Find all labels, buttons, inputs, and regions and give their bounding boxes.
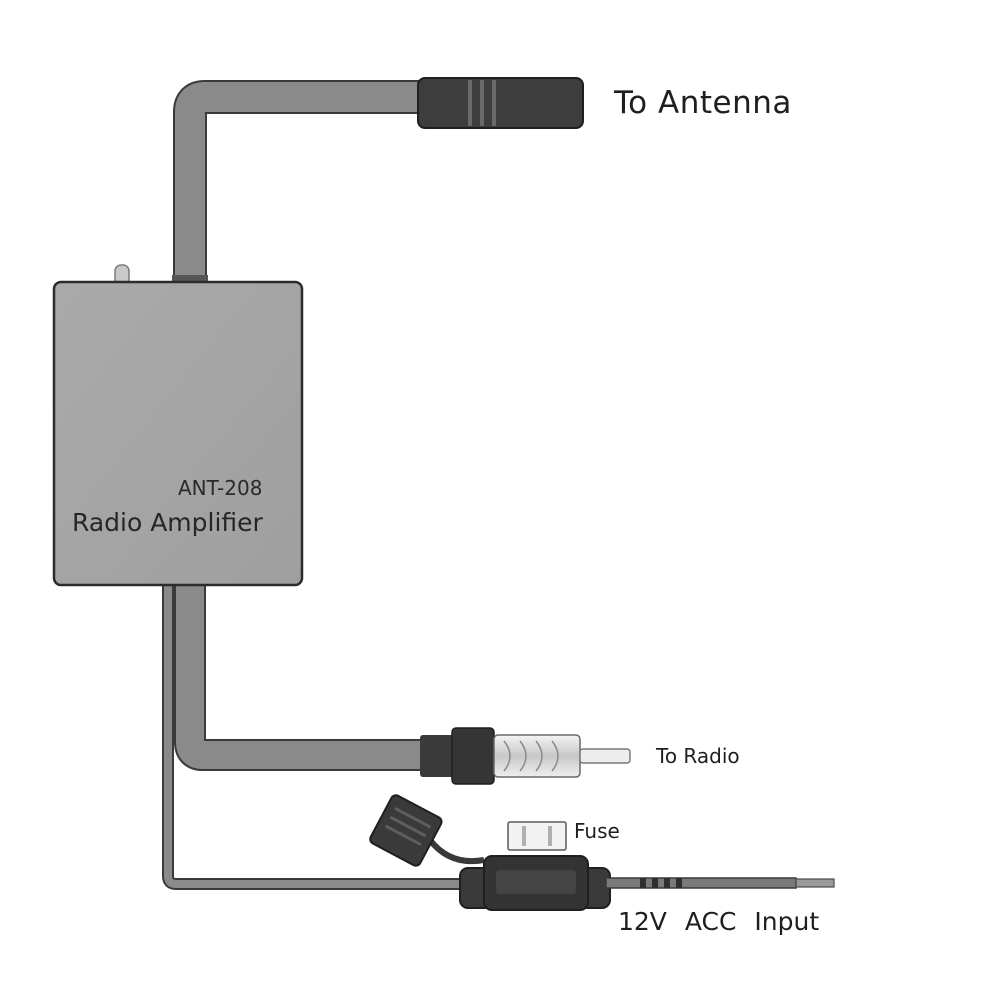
antenna-plug (417, 77, 584, 129)
to-antenna-label: To Antenna (614, 85, 792, 121)
acc-input-wire (605, 877, 835, 889)
amplifier-box (52, 280, 304, 587)
fuse-cap (369, 794, 485, 867)
to-radio-label: To Radio (656, 744, 740, 768)
top-cable-collar (172, 275, 208, 285)
model-number-label: ANT-208 (178, 476, 263, 500)
product-name-label: Radio Amplifier (72, 508, 263, 537)
radio-cable (174, 585, 430, 771)
fuse-label: Fuse (574, 819, 620, 843)
radio-plug (420, 727, 631, 785)
blade-fuse-icon (507, 821, 567, 851)
power-wire (162, 585, 470, 890)
power-input-label: 12V ACC Input (618, 907, 820, 936)
fuse-holder (459, 855, 611, 911)
antenna-cable (173, 80, 430, 282)
